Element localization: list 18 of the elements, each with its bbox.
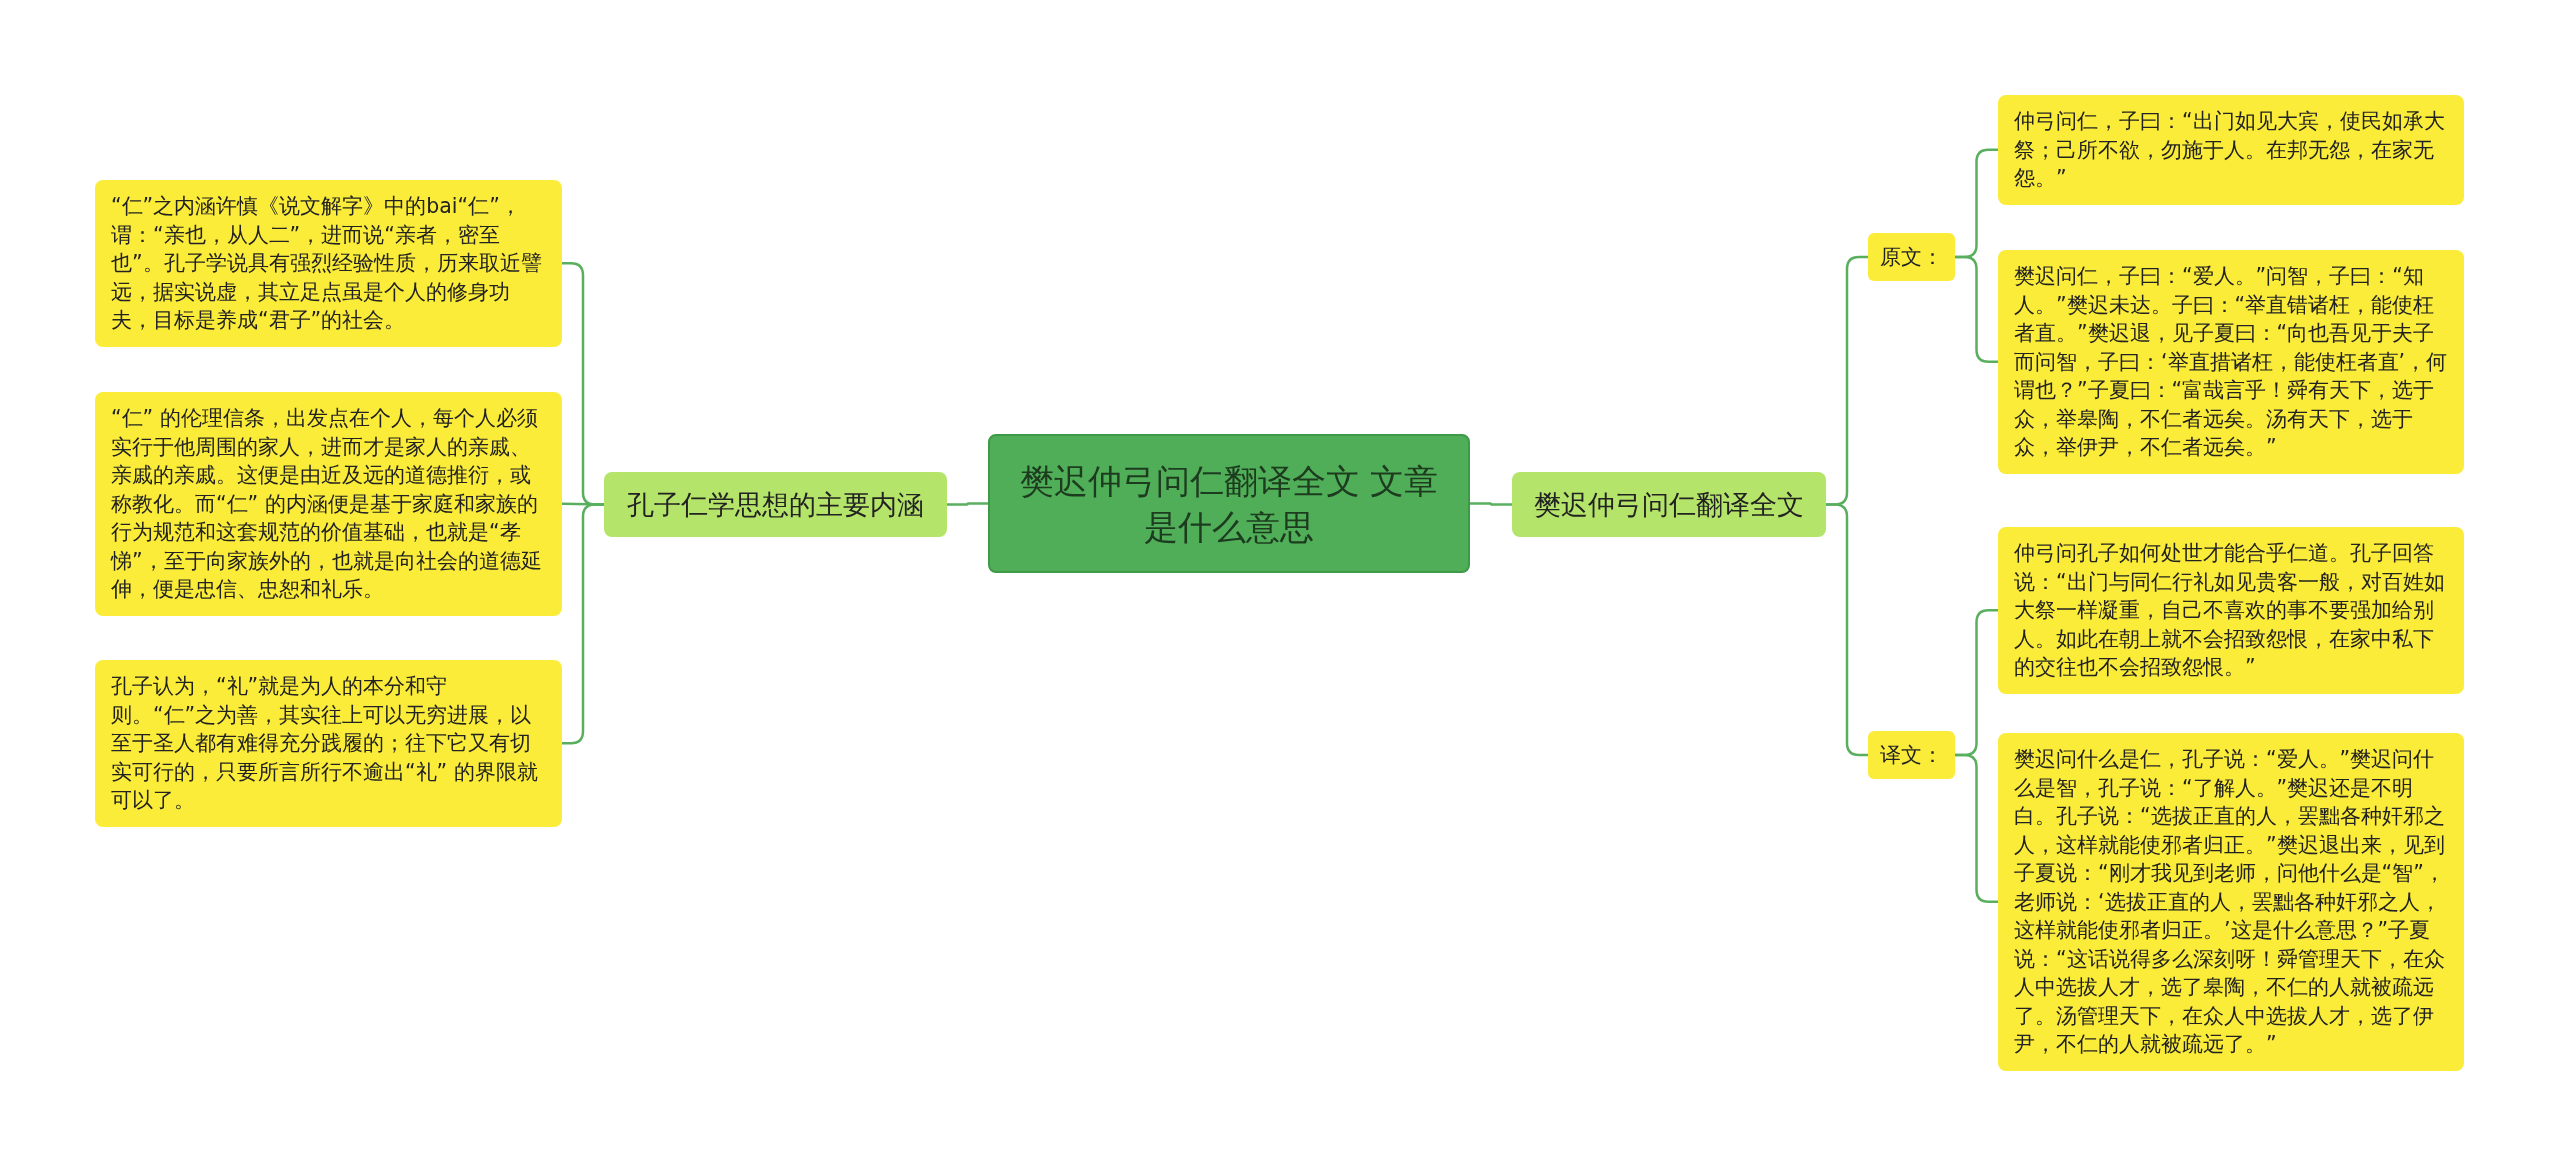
connector-line: [1826, 503, 1868, 757]
connector-line: [1470, 502, 1512, 506]
note-box: 仲弓问孔子如何处世才能合乎仁道。孔子回答说：“出门与同仁行礼如见贵客一般，对百姓如大祭一样凝重，自己不喜欢的事不要强加给别人。如此在朝上就不会招致怨恨，在家中私下的交往也不会招致怨恨。”: [1998, 527, 2464, 694]
note-box: “仁” 的伦理信条，出发点在个人，每个人必须实行于他周围的家人，进而才是家人的亲戚、亲戚的亲戚。这便是由近及远的道德推衍，或称教化。而“仁” 的内涵便是基于家庭和家族的行为规范和这套规范的价值基础，也就是“孝悌”，至于向家族外的，也就是向社会的道德延伸，便是忠信、忠恕和礼乐。: [95, 392, 562, 616]
connector-line: [947, 502, 988, 506]
connector-line: [562, 503, 604, 745]
connector-line: [1955, 255, 1998, 363]
subtopic-box: 原文：: [1868, 233, 1955, 281]
note-box: 孔子认为，“礼”就是为人的本分和守则。“仁”之为善，其实往上可以无穷进展，以至于圣人都有难得充分践履的；往下它又有切实可行的，只要所言所行不逾出“礼” 的界限就可以了。: [95, 660, 562, 827]
note-box: 仲弓问仁，子曰：“出门如见大宾，使民如承大祭；己所不欲，勿施于人。在邦无怨，在家无怨。”: [1998, 95, 2464, 205]
note-box: “仁”之内涵许慎《说文解字》中的bai“仁”，谓：“亲也，从人二”，进而说“亲者，密至也”。孔子学说具有强烈经验性质，历来取近譬远，据实说虚，其立足点虽是个人的修身功夫，目标是养成“君子”的社会。: [95, 180, 562, 347]
subtopic-box: 译文：: [1868, 731, 1955, 779]
connector-line: [1955, 753, 1998, 903]
central-topic-box: 樊迟仲弓问仁翻译全文 文章是什么意思: [988, 434, 1470, 573]
branch-topic-box: 孔子仁学思想的主要内涵: [604, 472, 947, 537]
note-box: 樊迟问什么是仁，孔子说：“爱人。”樊迟问什么是智，孔子说：“了解人。”樊迟还是不明白。孔子说：“选拔正直的人，罢黜各种奸邪之人，这样就能使邪者归正。”樊迟退出来，见到子夏说：“刚才我见到老师，问他什么是“智”，老师说：‘选拔正直的人，罢黜各种奸邪之人，这样就能使邪者归正。’这是什么意思？”子夏说：“这话说得多么深刻呀！舜管理天下，在众人中选拔人才，选了皋陶，不仁的人就被疏远了。汤管理天下，在众人中选拔人才，选了伊尹，不仁的人就被疏远了。”: [1998, 733, 2464, 1071]
branch-topic-box: 樊迟仲弓问仁翻译全文: [1512, 472, 1826, 537]
note-box: 樊迟问仁，子曰：“爱人。”问智，子曰：“知人。”樊迟未达。子曰：“举直错诸枉，能使枉者直。”樊迟退，见子夏曰：“向也吾见于夫子而问智，子曰：‘举直措诸枉，能使枉者直’，何谓也？”子夏曰：“富哉言乎！舜有天下，选于众，举皋陶，不仁者远矣。汤有天下，选于众，举伊尹，不仁者远矣。”: [1998, 250, 2464, 474]
